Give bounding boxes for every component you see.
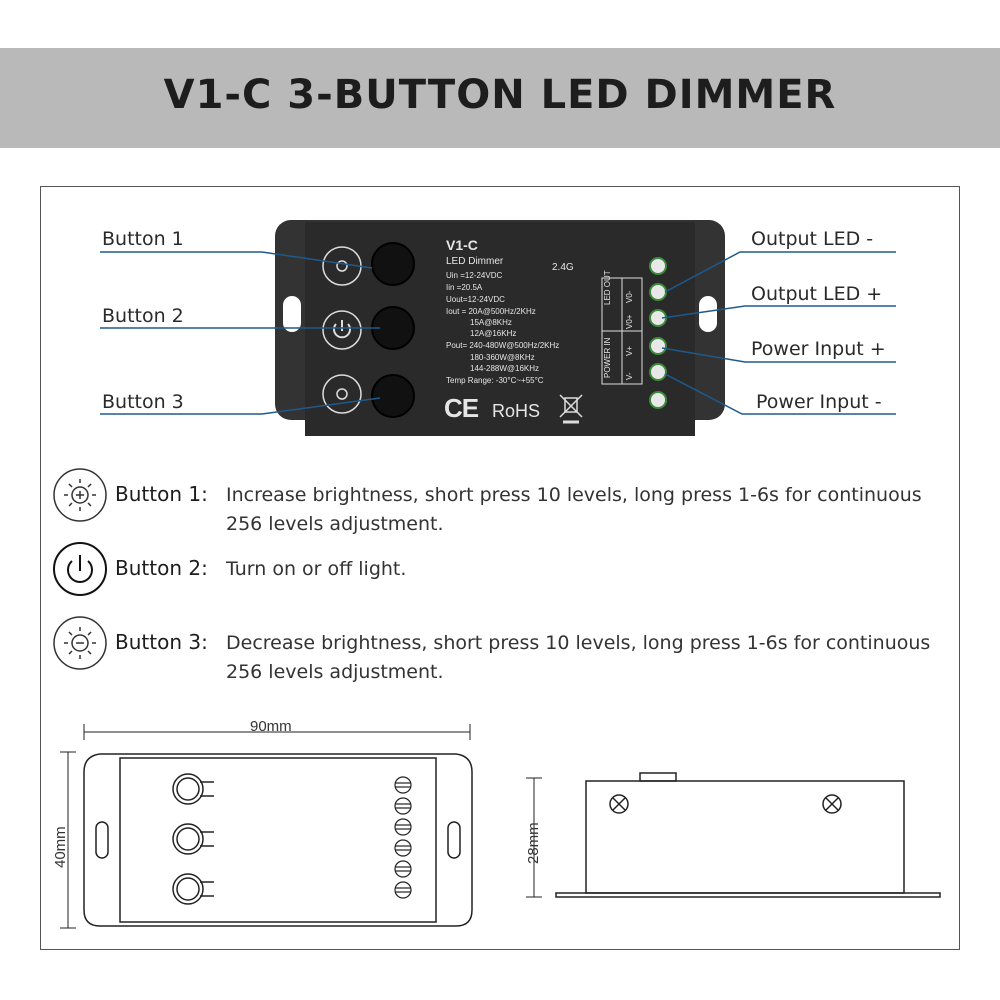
device-signal: 2.4G [552, 262, 574, 273]
terminal-group-power-in: POWER IN [603, 337, 612, 378]
dimmer-device [275, 220, 725, 436]
physical-button-3 [371, 374, 415, 418]
spec-line: 144-288W@16KHz [470, 364, 540, 373]
callout-output-led-minus: Output LED - [751, 228, 874, 250]
power-icon [53, 542, 107, 596]
spec-line: 12A@16KHz [470, 329, 517, 338]
callout-lines [100, 251, 896, 415]
terminal-block [649, 257, 667, 409]
page-title: V1-C 3-BUTTON LED DIMMER [163, 72, 837, 118]
physical-button-1 [371, 242, 415, 286]
terminal-label: V0+ [625, 314, 634, 329]
desc-button-2-label: Button 2: [115, 556, 208, 580]
spec-line: Iin =20.5A [446, 283, 483, 292]
callout-button-2: Button 2 [102, 305, 184, 327]
spec-line: Iout = 20A@500Hz/2KHz [446, 307, 536, 316]
device-model: V1-C [446, 237, 478, 253]
desc-button-3-label: Button 3: [115, 630, 208, 654]
weee-icon [559, 394, 583, 424]
button2-icon-ring [322, 310, 362, 350]
terminal-label: V+ [625, 345, 634, 356]
dimension-width: 90mm [250, 718, 292, 735]
spec-line: 180-360W@8KHz [470, 353, 535, 362]
dimension-height: 28mm [525, 822, 542, 864]
spec-line: Uout=12-24VDC [446, 295, 505, 304]
desc-button-2-text: Turn on or off light. [226, 558, 407, 580]
spec-line: Pout= 240-480W@500Hz/2KHz [446, 341, 560, 350]
desc-button-1-label: Button 1: [115, 482, 208, 506]
callout-button-1: Button 1 [102, 228, 184, 250]
title-banner [0, 48, 1000, 148]
top-view-drawing [60, 724, 473, 929]
spec-line: Uin =12-24VDC [446, 271, 503, 280]
callout-power-input-minus: Power Input - [756, 391, 882, 413]
content-frame [40, 186, 960, 950]
terminal-group-led-out: LED OUT [603, 270, 612, 305]
rohs-mark: RoHS [492, 401, 541, 421]
spec-line: Temp Range: -30°C~+55°C [446, 376, 544, 385]
brightness-up-icon [53, 468, 107, 522]
terminal-label: V- [625, 372, 634, 380]
dimension-depth: 40mm [52, 826, 69, 868]
spec-line: 15A@8KHz [470, 318, 512, 327]
desc-button-3-text: Decrease brightness, short press 10 leve… [226, 632, 931, 683]
ce-mark: CE [444, 393, 479, 423]
device-subtitle: LED Dimmer [446, 256, 504, 267]
button3-icon-ring [322, 374, 362, 414]
terminal-label: V0- [625, 290, 634, 303]
callout-power-input-plus: Power Input + [751, 338, 886, 360]
desc-button-1-text: Increase brightness, short press 10 leve… [226, 484, 922, 535]
callout-output-led-plus: Output LED + [751, 283, 883, 305]
brightness-down-icon [53, 616, 107, 670]
side-view-drawing [526, 772, 941, 898]
callout-button-3: Button 3 [102, 391, 184, 413]
